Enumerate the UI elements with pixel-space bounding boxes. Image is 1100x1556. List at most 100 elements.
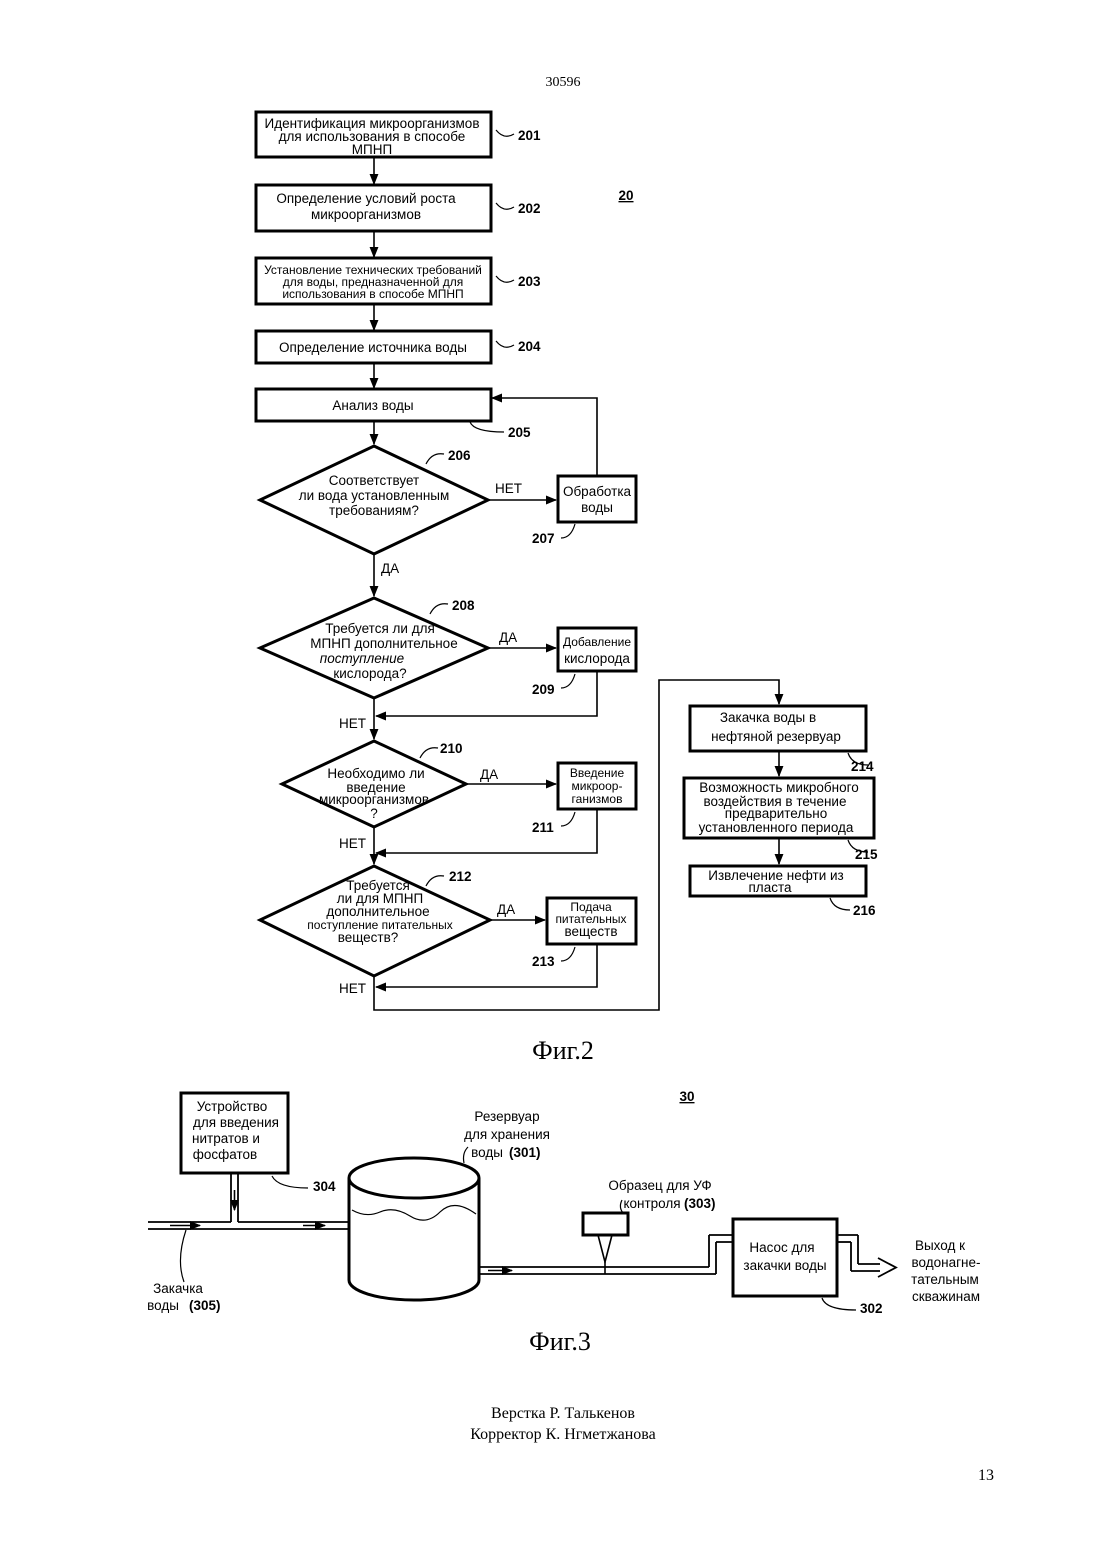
step-209-ref: 209 xyxy=(532,682,555,697)
decision-210-line-4: ? xyxy=(370,806,378,821)
device-ref: 304 xyxy=(313,1179,336,1194)
decision-208: Требуется ли для МПНП дополнительное пос… xyxy=(260,598,488,698)
edge-208-no: НЕТ xyxy=(339,716,366,731)
decision-210-line-3: микроорганизмов xyxy=(319,792,429,807)
step-207-line-1: Обработка xyxy=(563,484,632,499)
step-203-line-3: использования в способе МПНП xyxy=(282,287,463,301)
uv-sampler-303: Образец для УФ контроля (303) xyxy=(583,1178,716,1274)
step-211-line-2: микроор- xyxy=(572,779,623,793)
edge-206-yes: ДА xyxy=(381,561,399,576)
tank-line-3: воды xyxy=(471,1145,503,1160)
device-line-3: нитратов и xyxy=(192,1131,260,1146)
step-209-line-2: кислорода xyxy=(564,651,630,666)
edge-210-no: НЕТ xyxy=(339,836,366,851)
tank-line-2: для хранения xyxy=(464,1127,550,1142)
step-202: Определение условий роста микроорганизмо… xyxy=(256,185,541,231)
fig2-caption: Фиг.2 xyxy=(532,1036,594,1065)
step-211-line-3: ганизмов xyxy=(572,792,623,806)
step-207-line-2: воды xyxy=(581,500,613,515)
decision-208-line-1: Требуется ли для xyxy=(325,621,435,636)
pump-302: Насос для закачки воды 302 xyxy=(733,1219,883,1316)
outlet-line-3: тательным xyxy=(911,1272,979,1287)
step-201-ref: 201 xyxy=(518,128,541,143)
step-204-ref: 204 xyxy=(518,339,541,354)
step-216: Извлечение нефти из пласта 216 xyxy=(690,866,876,918)
decision-206-ref: 206 xyxy=(448,448,471,463)
device-line-2: для введения xyxy=(193,1115,279,1130)
step-205-ref: 205 xyxy=(508,425,531,440)
step-203: Установление технических требований для … xyxy=(256,258,541,304)
step-213-line-3: веществ xyxy=(564,924,617,939)
decision-206: Соответствует ли вода установленным треб… xyxy=(260,446,488,554)
step-215-line-4: установленного периода xyxy=(699,820,854,835)
decision-212-ref: 212 xyxy=(449,869,472,884)
edge-206-no: НЕТ xyxy=(495,481,522,496)
decision-212-line-3: дополнительное xyxy=(326,904,429,919)
outlet-line-4: скважинам xyxy=(912,1289,980,1304)
decision-206-line-3: требованиям? xyxy=(329,503,419,518)
inlet-line-2: воды xyxy=(147,1298,179,1313)
uv-line-1: Образец для УФ xyxy=(608,1178,711,1193)
tank-ref: (301) xyxy=(509,1145,541,1160)
step-215-line-1: Возможность микробного xyxy=(699,780,858,795)
step-204: Определение источника воды 204 xyxy=(256,331,541,363)
pump-ref: 302 xyxy=(860,1301,883,1316)
decision-208-line-4: кислорода? xyxy=(333,666,406,681)
step-211-line-1: Введение xyxy=(570,766,625,780)
edge-208-yes: ДА xyxy=(499,630,517,645)
step-207: Обработка воды 207 xyxy=(532,476,636,546)
device-line-4: фосфатов xyxy=(193,1147,257,1162)
storage-tank-301: Резервуар для хранения воды (301) xyxy=(349,1109,550,1300)
step-214-line-1: Закачка воды в xyxy=(720,710,816,725)
pump-line-2: закачки воды xyxy=(743,1258,826,1273)
step-211-ref: 211 xyxy=(532,820,554,835)
decision-212: Требуется ли для МПНП дополнительное пос… xyxy=(260,866,490,976)
step-216-line-2: пласта xyxy=(749,880,792,895)
step-207-ref: 207 xyxy=(532,531,555,546)
step-213: Подача питательных веществ 213 xyxy=(532,898,636,969)
step-216-ref: 216 xyxy=(853,903,876,918)
credit-proofreader: Корректор К. Нгметжанова xyxy=(470,1426,655,1443)
fig3-caption: Фиг.3 xyxy=(529,1327,591,1356)
step-211: Введение микроор- ганизмов 211 xyxy=(532,763,636,835)
step-213-ref: 213 xyxy=(532,954,555,969)
outlet-line-2: водонагне- xyxy=(912,1255,981,1270)
uv-line-2: контроля xyxy=(623,1196,680,1211)
step-201: Идентификация микроорганизмов для исполь… xyxy=(256,112,541,157)
inlet-line-1: Закачка xyxy=(153,1281,203,1296)
inlet-ref: (305) xyxy=(189,1298,221,1313)
page-number-bottom: 13 xyxy=(978,1467,994,1484)
step-202-ref: 202 xyxy=(518,201,541,216)
step-215-line-3: предварительно xyxy=(725,806,827,821)
step-215: Возможность микробного воздействия в теч… xyxy=(684,778,878,862)
decision-206-line-1: Соответствует xyxy=(329,473,419,488)
fig2-flowchart: 20 Идентификация микроорганизмов для исп… xyxy=(256,112,878,1065)
decision-206-line-2: ли вода установленным xyxy=(299,488,450,503)
decision-208-line-2: МПНП дополнительное xyxy=(310,636,457,651)
fig3-schematic: 30 Устройство для введения нитратов и фо… xyxy=(147,1089,980,1356)
step-214: Закачка воды в нефтяной резервуар 214 xyxy=(690,706,874,774)
step-202-line-1: Определение условий роста xyxy=(276,191,456,206)
decision-208-ref: 208 xyxy=(452,598,475,613)
step-201-line-3: МПНП xyxy=(352,142,392,157)
step-205-line-1: Анализ воды xyxy=(332,398,413,413)
dosing-device-304: Устройство для введения нитратов и фосфа… xyxy=(181,1093,336,1194)
page-number-top: 30596 xyxy=(546,75,581,90)
step-209-line-1: Добавление xyxy=(563,635,631,649)
step-204-line-1: Определение источника воды xyxy=(279,340,467,355)
credit-layout: Верстка Р. Талькенов xyxy=(491,1405,635,1422)
decision-210: Необходимо ли введение микроорганизмов ?… xyxy=(282,741,466,827)
step-209: Добавление кислорода 209 xyxy=(532,628,636,697)
uv-ref: (303) xyxy=(684,1196,716,1211)
fig2-label: 20 xyxy=(618,188,633,203)
fig3-label: 30 xyxy=(679,1089,694,1104)
step-205: Анализ воды 205 xyxy=(256,389,531,440)
edge-210-yes: ДА xyxy=(480,767,498,782)
device-line-1: Устройство xyxy=(197,1099,268,1114)
step-203-ref: 203 xyxy=(518,274,541,289)
decision-210-line-1: Необходимо ли xyxy=(327,766,424,781)
step-215-ref: 215 xyxy=(855,847,878,862)
pump-line-1: Насос для xyxy=(749,1240,814,1255)
decision-212-line-5: веществ? xyxy=(338,930,399,945)
